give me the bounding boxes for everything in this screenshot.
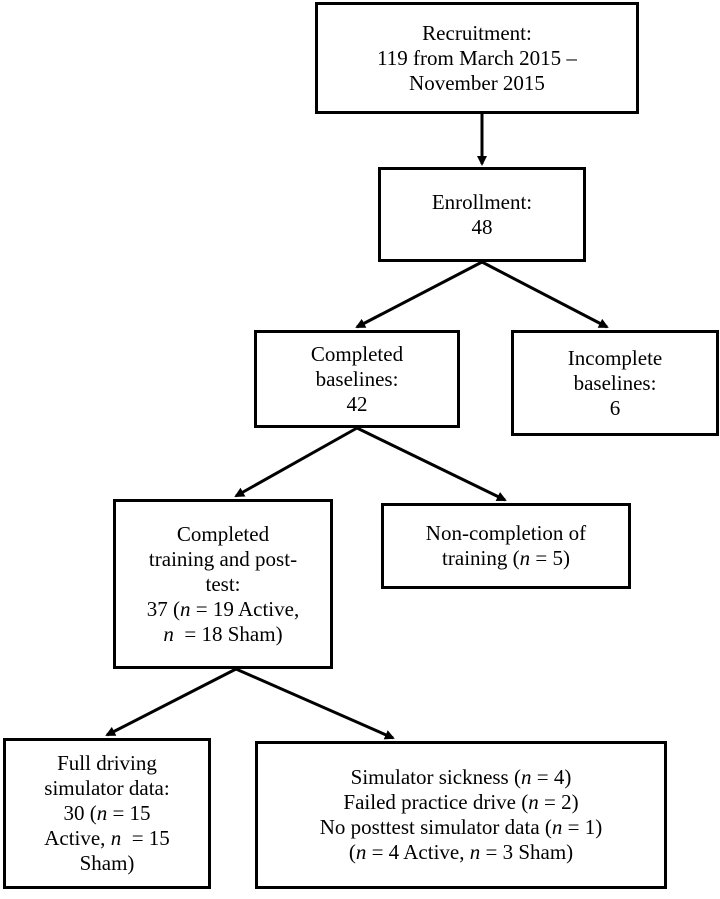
completed-baselines-box: Completed baselines: 42	[254, 330, 460, 428]
incomplete-baselines-box: Incomplete baselines: 6	[511, 330, 719, 436]
text-run: Failed practice drive (	[343, 790, 529, 814]
noncompletion-line: Non-completion of	[425, 521, 587, 545]
n-symbol: n	[519, 546, 531, 570]
enrollment-line: Enrollment:	[431, 189, 533, 214]
exclusions-line: Failed practice drive (n = 2)	[343, 790, 578, 815]
completed-training-box: Completed training and post- test: 37 (n…	[113, 499, 333, 669]
text-run: = 18 Sham)	[173, 621, 283, 646]
n-symbol: n	[551, 815, 563, 839]
text-run: (	[348, 840, 356, 864]
exclusions-box: Simulator sickness (n = 4) Failed practi…	[255, 741, 667, 889]
full-driving-line: simulator data:	[44, 776, 170, 800]
recruitment-box: Recruitment: 119 from March 2015 – Novem…	[315, 2, 639, 114]
full-driving-line: Active, n = 15	[44, 826, 170, 851]
completed-training-line: Completed	[176, 521, 270, 546]
arrow-completed-training-to-full-driving	[105, 667, 237, 737]
text-run: 30 (	[63, 801, 97, 825]
exclusions-line: Simulator sickness (n = 4)	[351, 765, 572, 790]
arrow-completed-training-to-exclusions	[235, 667, 395, 740]
n-symbol: n	[180, 596, 191, 621]
incomplete-baselines-line: 6	[609, 395, 621, 420]
completed-training-line: 37 (n = 19 Active,	[147, 597, 299, 622]
arrow-enrollment-to-completed-baselines	[355, 260, 483, 329]
n-symbol: n	[96, 801, 108, 825]
completed-training-line: test:	[205, 571, 241, 596]
arrow-completed-baselines-to-completed-training	[234, 426, 358, 498]
text-run: = 4)	[531, 765, 572, 789]
incomplete-baselines-line: baselines:	[573, 370, 657, 395]
exclusions-line: No posttest simulator data (n = 1)	[320, 815, 602, 840]
text-run: training (	[442, 546, 520, 570]
text-run: = 1)	[562, 815, 603, 839]
text-run: = 15	[107, 801, 151, 825]
noncompletion-line: training (n = 5)	[442, 546, 570, 571]
completed-baselines-line: 42	[346, 391, 368, 416]
text-run: Active,	[44, 826, 111, 850]
incomplete-baselines-line: Incomplete	[567, 345, 663, 370]
text-run: 37 (	[146, 596, 181, 621]
exclusions-line: (n = 4 Active, n = 3 Sham)	[349, 840, 573, 865]
n-symbol: n	[110, 826, 122, 850]
text-run: No posttest simulator data (	[319, 815, 552, 839]
n-symbol: n	[520, 765, 532, 789]
arrow-enrollment-to-incomplete-baselines	[481, 260, 609, 329]
text-run: = 5)	[530, 546, 570, 570]
full-driving-box: Full driving simulator data: 30 (n = 15 …	[3, 738, 211, 889]
text-run: = 3 Sham)	[480, 840, 574, 864]
enrollment-line: 48	[471, 214, 493, 239]
noncompletion-box: Non-completion of training (n = 5)	[381, 503, 631, 589]
n-symbol: n	[528, 790, 539, 814]
full-driving-line: 30 (n = 15	[63, 801, 150, 826]
full-driving-line: Full driving	[57, 751, 157, 775]
text-run: = 4 Active,	[366, 840, 470, 864]
recruitment-line: Recruitment:	[422, 20, 532, 45]
enrollment-box: Enrollment: 48	[378, 167, 586, 262]
text-run: = 15	[121, 826, 170, 850]
completed-training-line: training and post-	[148, 546, 298, 571]
n-symbol: n	[355, 840, 367, 864]
recruitment-line: November 2015	[409, 70, 545, 95]
full-driving-line: Sham)	[79, 851, 135, 875]
text-run: = 2)	[538, 790, 579, 814]
n-symbol: n	[469, 840, 481, 864]
completed-training-line: n = 18 Sham)	[163, 622, 282, 647]
text-run: = 19 Active,	[190, 596, 300, 621]
arrow-completed-baselines-to-noncompletion	[356, 426, 507, 502]
completed-baselines-line: baselines:	[315, 366, 399, 391]
n-symbol: n	[163, 621, 174, 646]
completed-baselines-line: Completed	[310, 341, 404, 366]
recruitment-line: 119 from March 2015 –	[377, 45, 577, 70]
text-run: Simulator sickness (	[350, 765, 521, 789]
